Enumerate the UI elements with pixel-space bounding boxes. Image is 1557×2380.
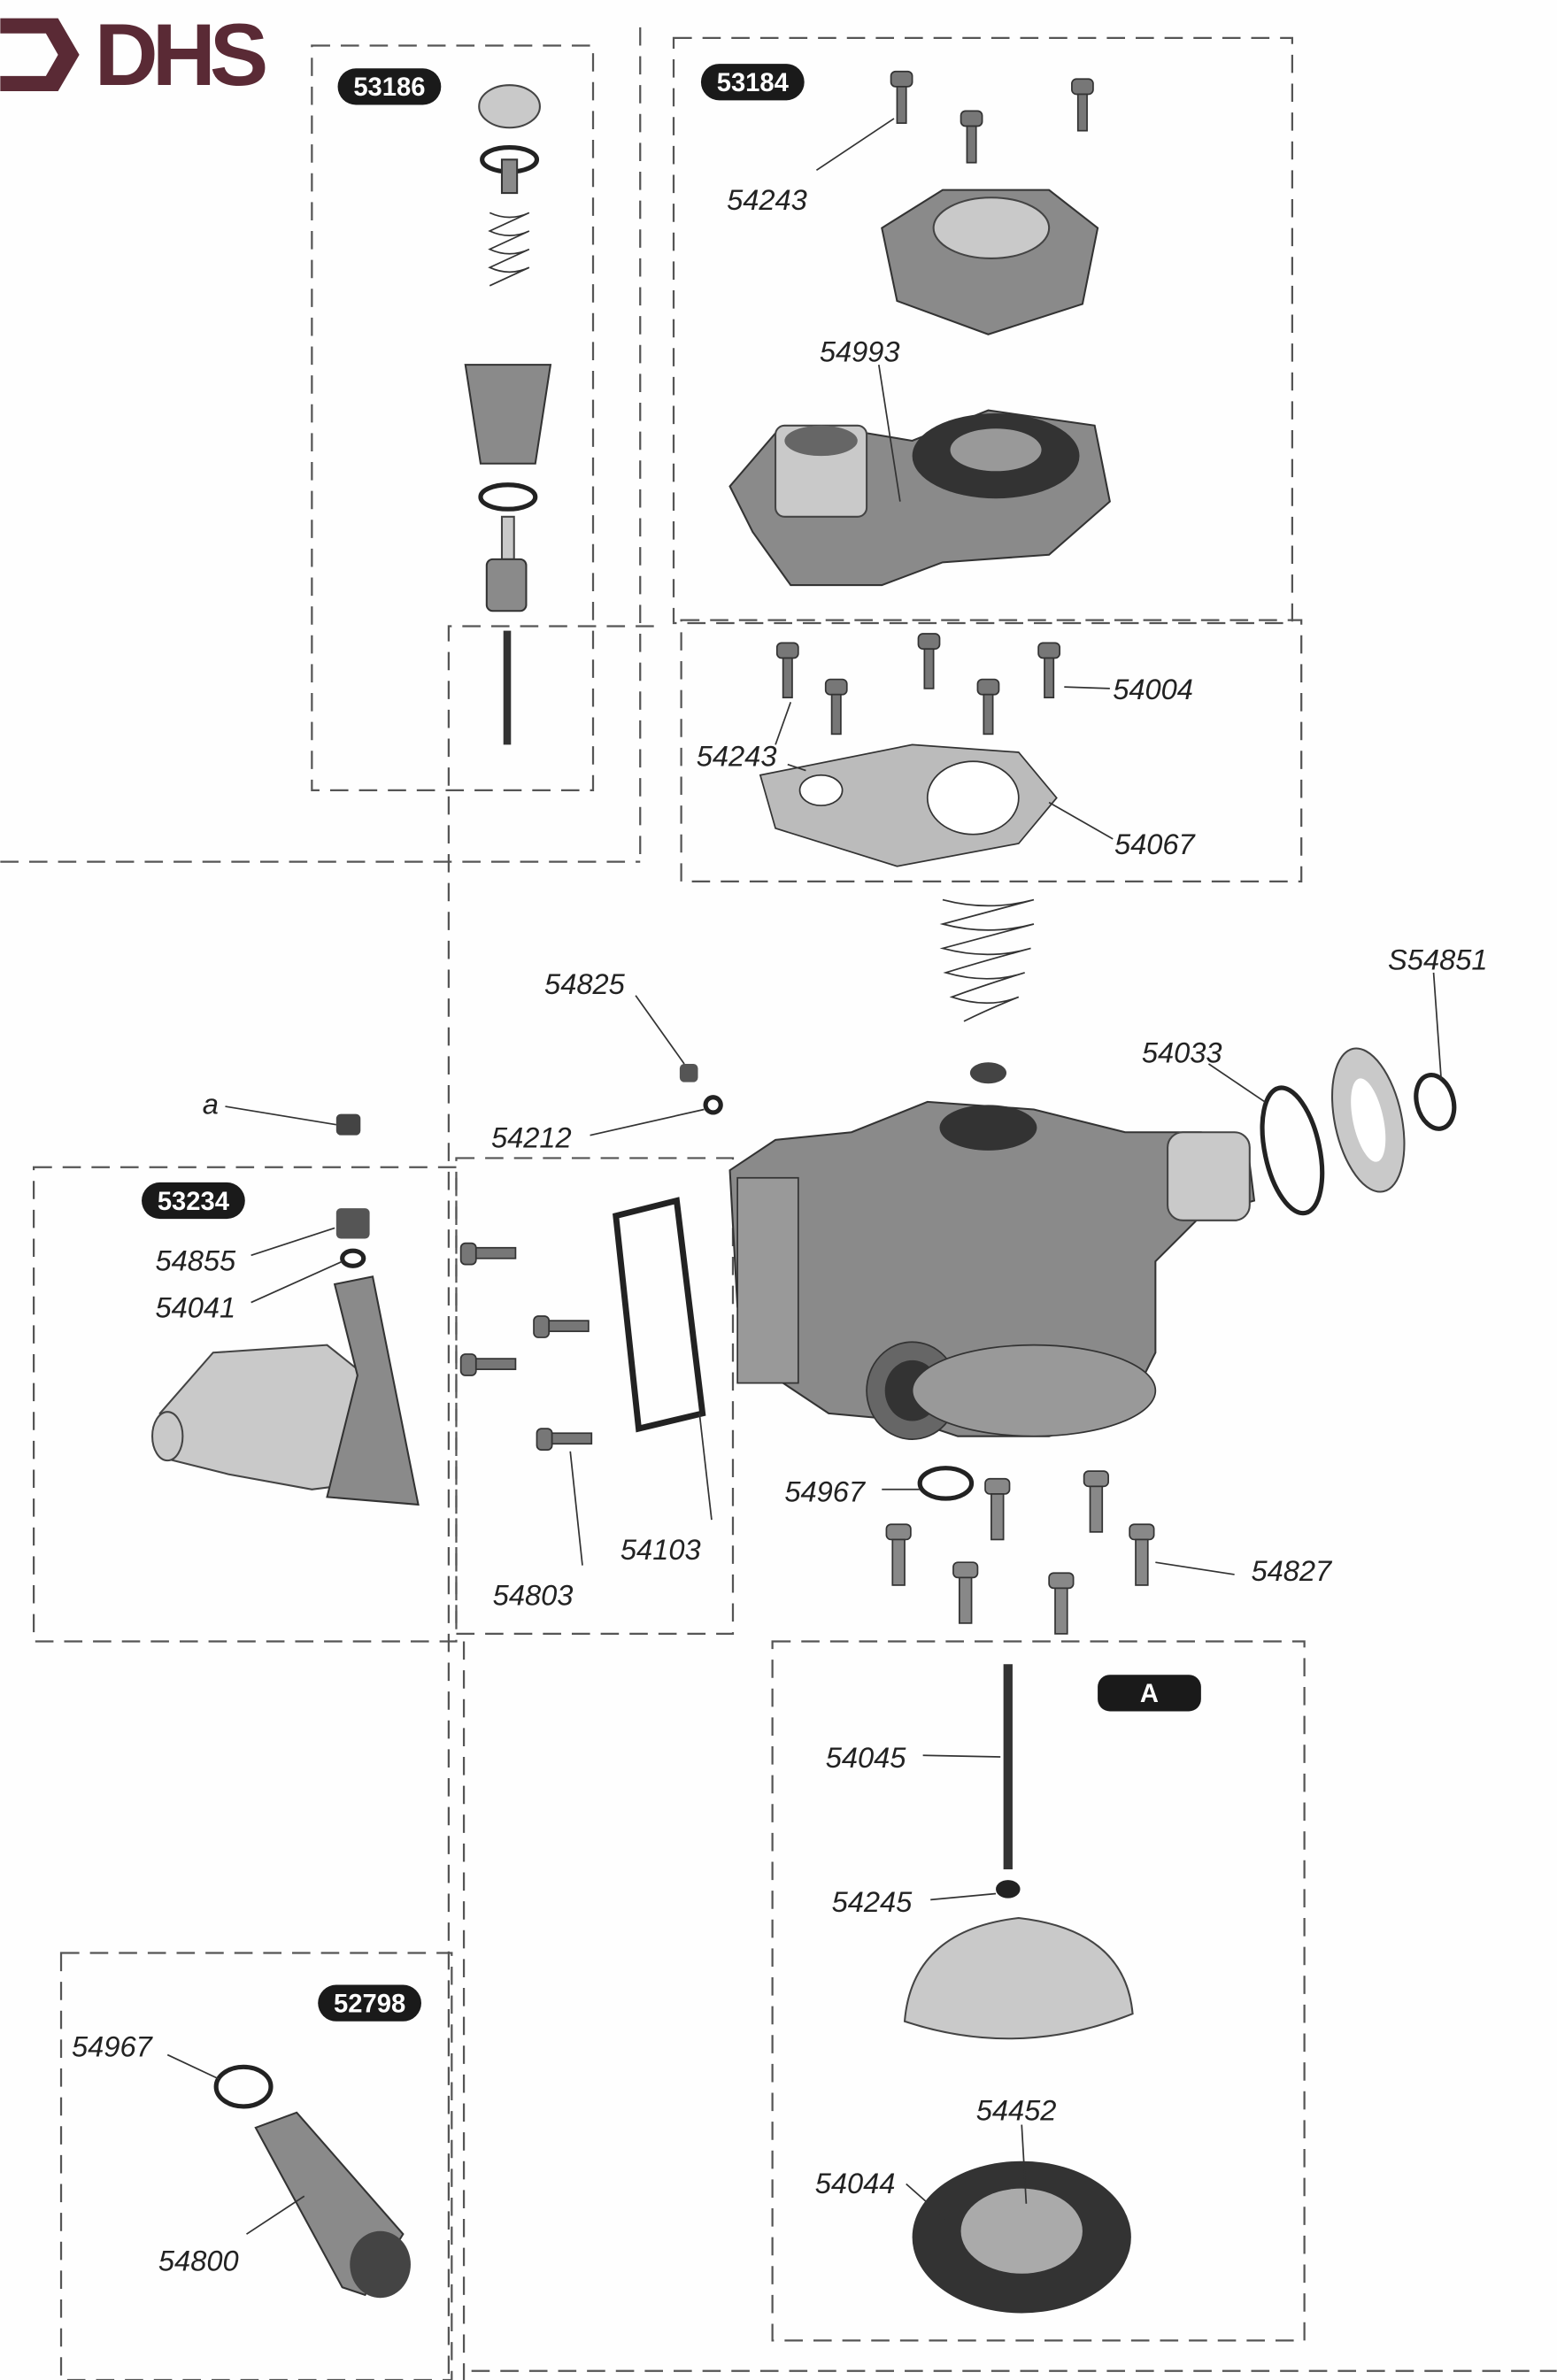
valve-53234-parts [151, 1208, 420, 1506]
group-outlines [0, 27, 1557, 2380]
union-nut [1330, 1047, 1406, 1193]
valve-52798-parts [213, 2064, 411, 2299]
part-labels: 54243 54993 54004 54243 54067 54825 S548… [72, 183, 1487, 2276]
spring [939, 898, 1035, 1022]
group-box-cover-screws [680, 619, 1303, 883]
badge-53234: 53234 [142, 1182, 245, 1220]
badge-52798: 52798 [318, 1984, 421, 2022]
label-54212: 54212 [491, 1121, 572, 1153]
valve-cartridge-parts [464, 84, 552, 745]
pump-body [728, 1100, 1256, 1440]
label-54103: 54103 [620, 1533, 701, 1566]
screw-54825 [679, 1063, 698, 1082]
label-54033: 54033 [1142, 1036, 1222, 1068]
diaphragm-group-A-parts [903, 1664, 1134, 2314]
svg-text:DHS: DHS [95, 6, 266, 104]
o-ring-54967 [917, 1466, 975, 1501]
group-box-52798 [59, 1952, 453, 2380]
label-54243: 54243 [727, 183, 807, 216]
svg-text:A: A [1140, 1680, 1159, 1708]
group-box-53184 [672, 36, 1294, 625]
upper-housing-parts [728, 70, 1111, 587]
group-box-53234 [32, 1166, 458, 1643]
cover-screws-gasket [759, 633, 1061, 867]
label-54827: 54827 [1252, 1554, 1334, 1587]
badge-53186: 53186 [337, 68, 442, 105]
screws-54827 [885, 1470, 1155, 1635]
cap-a [335, 1113, 361, 1136]
leader-lines [166, 118, 1443, 2235]
badge-A: A [1098, 1675, 1201, 1712]
label-54967: 54967 [784, 1475, 867, 1508]
o-ring-54033 [1260, 1085, 1325, 1216]
screws-54803 [459, 1242, 593, 1451]
label-54004: 54004 [1113, 673, 1193, 705]
label-54041: 54041 [155, 1291, 235, 1324]
label-S54851: S54851 [1388, 944, 1487, 976]
svg-text:53186: 53186 [353, 73, 425, 102]
label-54825: 54825 [544, 967, 626, 1000]
label-54993: 54993 [820, 335, 900, 368]
label-54452: 54452 [976, 2093, 1057, 2126]
label-54245: 54245 [832, 1885, 913, 1918]
label-a: a [203, 1088, 219, 1121]
gasket-54103 [613, 1197, 706, 1433]
svg-text:53234: 53234 [158, 1188, 230, 1216]
label-54067: 54067 [1114, 828, 1197, 860]
label-54243: 54243 [697, 739, 777, 772]
label-54967: 54967 [72, 2030, 154, 2062]
badge-53184: 53184 [700, 64, 805, 101]
label-54855: 54855 [155, 1244, 236, 1277]
group-box-A [771, 1640, 1306, 2342]
label-54800: 54800 [158, 2244, 239, 2276]
group-box-53186 [311, 44, 595, 792]
dhs-logo: DHS [0, 6, 272, 104]
svg-text:53184: 53184 [717, 69, 790, 97]
label-54803: 54803 [493, 1578, 574, 1611]
label-54045: 54045 [826, 1741, 907, 1774]
svg-text:52798: 52798 [334, 1990, 405, 2018]
o-ring-S54851 [1414, 1073, 1457, 1131]
label-54044: 54044 [815, 2167, 896, 2199]
